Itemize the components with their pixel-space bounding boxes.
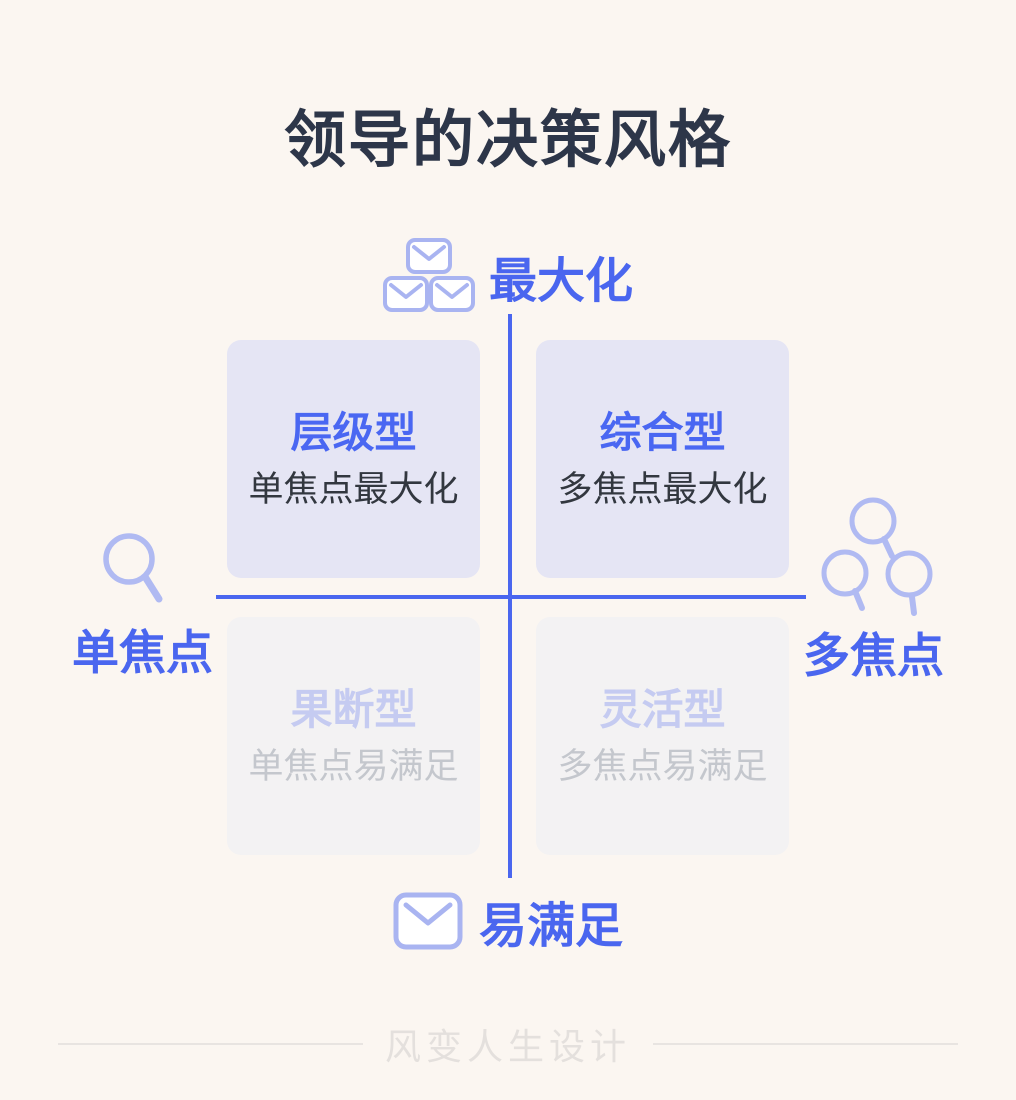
- axis-label-multi-focus: 多焦点: [803, 629, 944, 682]
- quadrant-subtitle: 多焦点最大化: [557, 469, 768, 509]
- quadrant-subtitle: 多焦点易满足: [557, 746, 768, 786]
- horizontal-axis-line: [216, 595, 806, 599]
- quadrant-integrative: 综合型 多焦点最大化: [536, 340, 789, 578]
- quadrant-decisive: 果断型 单焦点易满足: [227, 617, 480, 855]
- axis-pole-top: 最大化: [0, 238, 1016, 314]
- footer: 风变人生设计: [0, 1018, 1016, 1070]
- quadrant-flexible: 灵活型 多焦点易满足: [536, 617, 789, 855]
- quadrant-title: 层级型: [290, 408, 417, 456]
- footer-divider-left: [57, 1043, 363, 1045]
- page-title: 领导的决策风格: [283, 106, 732, 175]
- footer-brand: 风变人生设计: [384, 1026, 631, 1067]
- axis-label-satisfice: 易满足: [478, 900, 623, 953]
- quadrant-title: 果断型: [290, 685, 417, 733]
- axis-label-single-focus: 单焦点: [72, 626, 213, 679]
- quadrant-subtitle: 单焦点最大化: [248, 469, 459, 509]
- axis-label-maximize: 最大化: [488, 255, 633, 308]
- quadrant-subtitle: 单焦点易满足: [248, 746, 459, 786]
- envelopes-three-icon: [382, 238, 475, 314]
- magnifier-icon: [101, 531, 167, 611]
- envelope-icon: [393, 892, 463, 950]
- axis-pole-bottom: 易满足: [0, 886, 1016, 956]
- magnifiers-three-icon: [820, 495, 934, 617]
- quadrant-title: 综合型: [599, 408, 726, 456]
- footer-divider-right: [653, 1043, 958, 1045]
- quadrant-hierarchical: 层级型 单焦点最大化: [227, 340, 480, 578]
- quadrant-title: 灵活型: [599, 685, 726, 733]
